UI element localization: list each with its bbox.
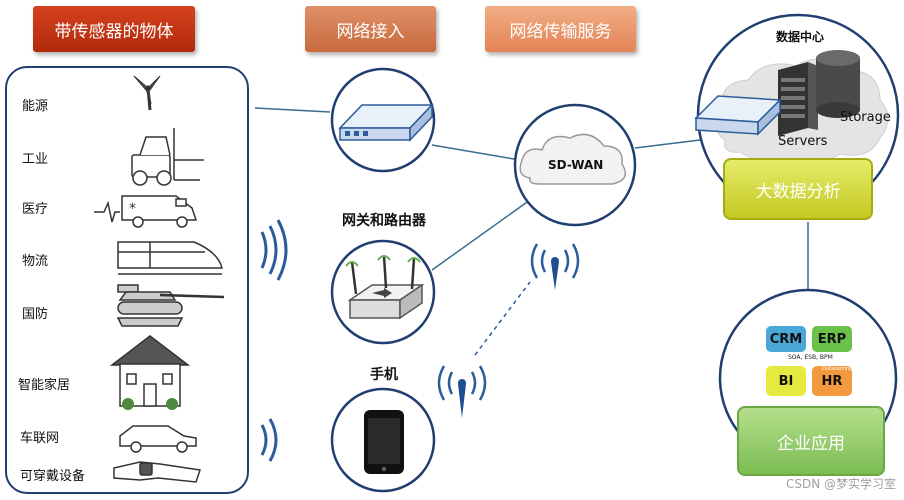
hr-outsourcing-label: Outsourcing: [822, 366, 853, 372]
datacenter-title: 数据中心: [776, 30, 825, 44]
device-label-energy: 能源: [22, 99, 49, 114]
soa-label: SOA, ESB, BPM: [788, 354, 833, 361]
house-icon: [109, 335, 191, 410]
device-label-medical: 医疗: [22, 202, 49, 217]
ambulance-icon: *: [94, 195, 198, 228]
gateway-router-label: 网关和路由器: [342, 213, 426, 229]
erp-tile: ERP: [812, 326, 852, 352]
servers-label: Servers: [778, 134, 828, 149]
svg-text:*: *: [129, 201, 136, 217]
cloud-icon: [519, 133, 627, 185]
storage-cylinder-icon: [816, 50, 860, 118]
header-objects: 带传感器的物体: [33, 6, 195, 52]
device-label-logistics: 物流: [22, 254, 49, 269]
datacenter-switch-icon: [694, 95, 782, 136]
signal-waves-icon: [260, 219, 288, 281]
forklift-icon: [131, 128, 204, 186]
header-network-access: 网络接入: [305, 6, 436, 52]
bi-tile: BI: [766, 366, 806, 396]
header-network-transport: 网络传输服务: [485, 6, 636, 52]
sdwan-label: SD-WAN: [548, 158, 604, 172]
device-panel: [5, 66, 249, 494]
wind-turbine-icon: [133, 75, 161, 111]
wireless-dashed-link: [474, 281, 531, 356]
enterprise-app-box: 企业应用: [737, 406, 885, 476]
tower-signal-icon: [530, 243, 580, 290]
network-switch-icon: [338, 103, 434, 142]
smartwatch-icon: [113, 461, 201, 483]
car-icon: [119, 425, 197, 453]
crm-tile: CRM: [766, 326, 806, 352]
wireless-router-icon: [345, 255, 425, 320]
device-label-wearable: 可穿戴设备: [20, 469, 86, 484]
storage-label: Storage: [840, 110, 891, 125]
device-label-smart-home: 智能家居: [18, 378, 71, 393]
watermark: CSDN @梦实学习室: [785, 477, 896, 491]
hr-tile: HR: [812, 366, 852, 396]
phone-signal-icon: [437, 365, 487, 418]
train-icon: [117, 241, 223, 275]
device-label-industry: 工业: [22, 152, 49, 167]
device-label-vehicle-network: 车联网: [20, 431, 60, 446]
server-rack-icon: [778, 62, 818, 136]
device-label-defense: 国防: [22, 307, 49, 322]
smartphone-icon: [364, 410, 404, 474]
phone-label: 手机: [370, 367, 398, 383]
tank-icon: [116, 284, 225, 327]
signal-waves-icon-lower: [260, 418, 278, 462]
bigdata-analytics-box: 大数据分析: [723, 158, 873, 220]
